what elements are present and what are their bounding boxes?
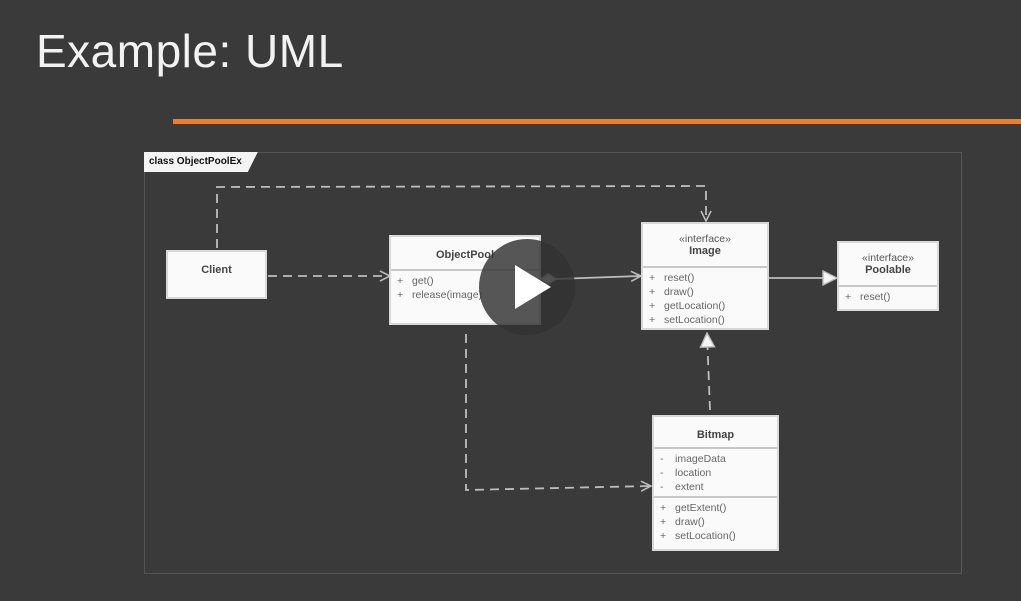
class-bitmap: Bitmap -imageData -location -extent +get… [652,415,779,551]
class-image-name: Image [689,245,721,257]
diagram-frame [144,152,962,574]
image-op: +draw() [649,286,694,298]
bitmap-attr: -location [660,467,712,479]
bitmap-attr: -extent [660,481,704,493]
play-icon [515,265,551,309]
class-bitmap-name: Bitmap [696,429,735,441]
bitmap-op: +draw() [660,516,705,528]
poolable-op: +reset() [845,291,891,303]
image-stereotype: «interface» [679,233,731,245]
image-op: +reset() [649,272,695,284]
bitmap-image-realization [707,334,710,411]
class-image: «interface» Image +reset() +draw() +getL… [641,222,769,330]
title-underline [173,119,1021,124]
client-image-dependency [216,185,706,248]
bitmap-attr: -imageData [660,453,726,465]
play-button[interactable] [479,239,575,335]
class-poolable-name: Poolable [865,264,911,276]
objectpool-bitmap-dependency [465,334,650,490]
class-poolable: «interface» Poolable +reset() [837,241,939,311]
diagram-frame-label: class ObjectPoolEx [144,152,258,172]
poolable-stereotype: «interface» [862,252,914,264]
bitmap-op: +getExtent() [660,502,727,514]
slide-title: Example: UML [36,25,344,77]
class-objectpool-name: ObjectPool [435,249,495,261]
class-client-name: Client [201,264,232,276]
objectpool-op: +release(image) [397,289,483,301]
image-op: +getLocation() [649,300,726,312]
image-op: +setLocation() [649,314,725,326]
class-client: Client [166,250,267,299]
bitmap-op: +setLocation() [660,530,736,542]
objectpool-op: +get() [397,275,434,287]
